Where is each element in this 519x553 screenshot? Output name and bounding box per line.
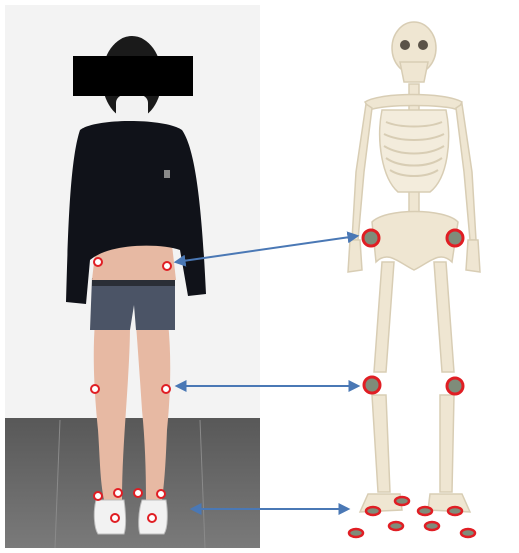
left-tibia bbox=[440, 395, 454, 492]
skeleton-marker-foot-1 bbox=[366, 507, 380, 515]
skeleton-marker-foot-2 bbox=[395, 497, 409, 505]
photo-marker-knee-left bbox=[162, 385, 170, 393]
right-femur bbox=[374, 262, 394, 372]
skeleton-illustration bbox=[348, 22, 480, 512]
photo-marker-pelvis-left bbox=[163, 262, 171, 270]
skeleton-marker-knee-right bbox=[364, 377, 380, 393]
photo-marker-foot-3 bbox=[111, 514, 119, 522]
face-mask bbox=[116, 95, 148, 121]
right-tibia bbox=[372, 395, 390, 492]
skeleton-marker-foot-3 bbox=[389, 522, 403, 530]
skeleton-marker-pelvis-left bbox=[447, 230, 463, 246]
right-arm bbox=[352, 104, 372, 240]
skeleton-marker-pelvis-right bbox=[363, 230, 379, 246]
photo-marker-foot-1 bbox=[94, 492, 102, 500]
censor-bar bbox=[73, 56, 193, 96]
photo-marker-knee-right bbox=[91, 385, 99, 393]
ribcage bbox=[380, 110, 449, 192]
photo-marker-foot-5 bbox=[157, 490, 165, 498]
skeleton-marker-knee-left bbox=[447, 378, 463, 394]
photo-marker-foot-2 bbox=[114, 489, 122, 497]
skeleton-marker-foot-8 bbox=[461, 529, 475, 537]
skeleton-marker-foot-5 bbox=[418, 507, 432, 515]
photo-marker-foot-4 bbox=[134, 489, 142, 497]
pelvis bbox=[372, 212, 458, 271]
left-arm bbox=[456, 104, 476, 240]
photo-marker-foot-6 bbox=[148, 514, 156, 522]
skeleton-markers bbox=[349, 230, 475, 537]
photo-floor bbox=[5, 418, 260, 548]
left-femur bbox=[434, 262, 454, 372]
subject-photo bbox=[5, 5, 260, 548]
skeleton-marker-foot-6 bbox=[448, 507, 462, 515]
skeleton-marker-foot-7 bbox=[425, 522, 439, 530]
photo-marker-pelvis-right bbox=[94, 258, 102, 266]
skeleton-marker-foot-4 bbox=[349, 529, 363, 537]
